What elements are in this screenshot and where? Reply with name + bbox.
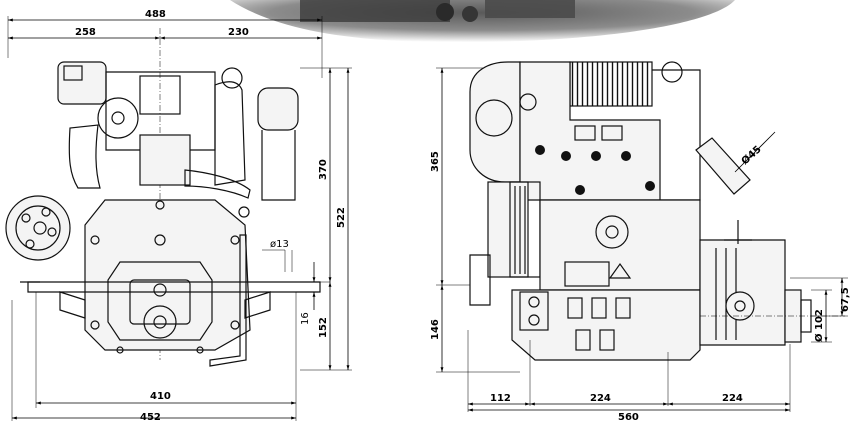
dim-left-half: 258 (75, 27, 96, 38)
dim-base-width: 452 (140, 412, 161, 421)
dim-side-height-upper: 365 (430, 151, 441, 172)
dim-side-height-lower: 146 (430, 319, 441, 340)
exhaust-leader (734, 131, 776, 173)
dim-length-front: 112 (490, 393, 511, 404)
dim-overall-width-top: 488 (145, 9, 166, 20)
front-engine-body (5, 61, 321, 367)
side-engine-body (469, 61, 845, 361)
dim-length-mid: 224 (590, 393, 611, 404)
side-view: 365 146 (430, 61, 851, 423)
front-bottom-dimensions (11, 292, 297, 421)
dim-height-upper: 370 (318, 159, 329, 180)
dim-bottom-width: 410 (150, 391, 171, 402)
dim-shaft-height: 67,5 (840, 287, 851, 312)
front-view: 488 258 230 (5, 9, 352, 423)
dim-small-offset: 16 (300, 312, 311, 325)
side-bottom-dimensions (467, 330, 791, 412)
dim-length-rear: 224 (722, 393, 743, 404)
dim-flange-diameter: Ø 102 (813, 309, 825, 342)
dim-right-half: 230 (228, 27, 249, 38)
side-right-dimensions (790, 277, 848, 343)
engine-photo-fragment (230, 0, 735, 43)
dim-length-total: 560 (618, 412, 639, 421)
dim-bolt-hole: ø13 (270, 239, 289, 250)
dim-height-lower: 152 (318, 317, 329, 338)
front-right-dimensions (296, 67, 352, 371)
dim-height-total: 522 (336, 207, 347, 228)
